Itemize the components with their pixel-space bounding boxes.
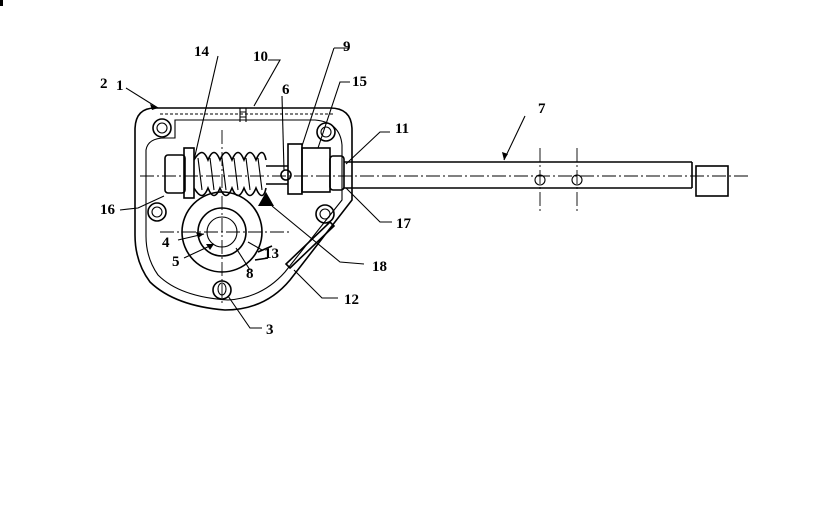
leader-lines — [119, 47, 526, 329]
right-bearing — [287, 143, 303, 195]
worm-gear — [160, 130, 290, 305]
left-collar — [183, 147, 195, 199]
label-6: 6 — [282, 82, 290, 98]
corner-mark — [0, 0, 3, 6]
label-3: 3 — [266, 322, 274, 338]
label-8: 8 — [246, 266, 254, 282]
label-13: 13 — [264, 246, 279, 262]
seal-11 — [329, 155, 345, 191]
label-2: 2 — [100, 76, 108, 92]
arrowheads — [150, 104, 508, 250]
label-16: 16 — [100, 202, 116, 218]
label-7: 7 — [538, 101, 546, 117]
label-5: 5 — [172, 254, 180, 270]
arm-12 — [284, 220, 336, 270]
output-shaft — [140, 148, 748, 212]
label-9: 9 — [343, 39, 351, 55]
wedge-18 — [258, 192, 274, 206]
housing-inner-cavity — [145, 119, 343, 301]
right-bearing-cap — [301, 147, 331, 193]
label-10: 10 — [253, 49, 268, 65]
worm-thread — [193, 151, 267, 197]
label-15: 15 — [352, 74, 367, 90]
worm-shaft — [266, 165, 288, 185]
spring-pin-10 — [239, 108, 247, 122]
housing-outline — [134, 107, 353, 311]
label-1: 1 — [116, 78, 124, 94]
label-12: 12 — [344, 292, 359, 308]
left-bearing — [164, 154, 186, 194]
label-14: 14 — [194, 44, 210, 60]
label-11: 11 — [395, 121, 409, 137]
bolt-mid-right — [315, 204, 335, 224]
bolt-top-left — [152, 118, 172, 138]
pin-6 — [280, 169, 292, 181]
label-17: 17 — [396, 216, 412, 232]
label-18: 18 — [372, 259, 387, 275]
bolt-mid-left — [147, 202, 167, 222]
label-4: 4 — [162, 235, 170, 251]
